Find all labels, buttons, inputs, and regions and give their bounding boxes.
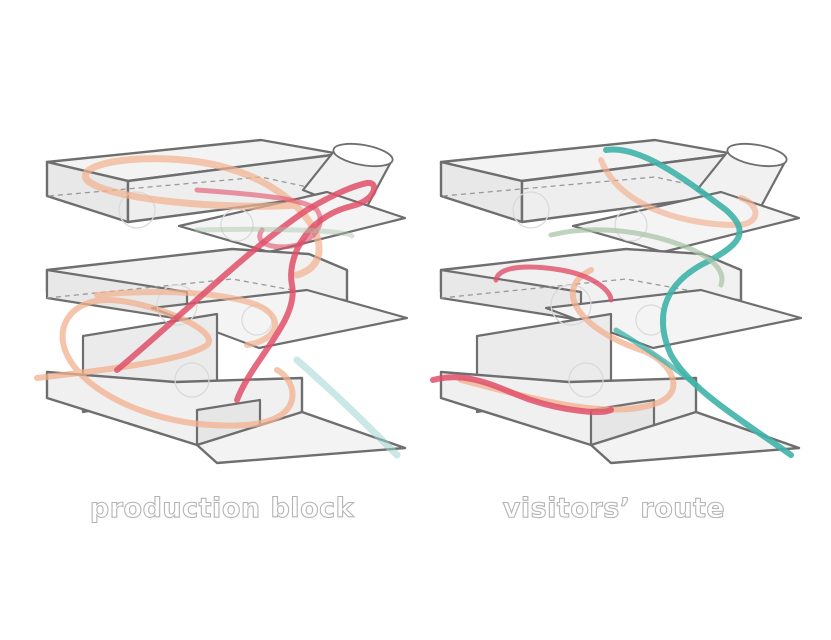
visitors-route-diagram xyxy=(430,138,803,465)
route-pink-main xyxy=(114,179,378,403)
route-teal-lower xyxy=(613,327,699,388)
route-pink-loop xyxy=(194,187,323,250)
route-peach-lower xyxy=(34,297,296,429)
route-pink-loop xyxy=(493,264,614,303)
route-teal-faint xyxy=(293,356,401,459)
route-pink-main xyxy=(430,374,614,415)
caption-visitors-route: visitors’ route xyxy=(502,492,726,524)
production-block-diagram xyxy=(34,138,409,465)
route-sage-faint xyxy=(194,226,355,239)
caption-production-block: production block xyxy=(89,492,355,524)
route-sage xyxy=(548,227,725,288)
route-peach-middle xyxy=(94,289,279,348)
route-teal-main xyxy=(603,146,794,458)
route-peach-upper xyxy=(598,157,759,228)
route-peach-lower xyxy=(458,267,677,413)
